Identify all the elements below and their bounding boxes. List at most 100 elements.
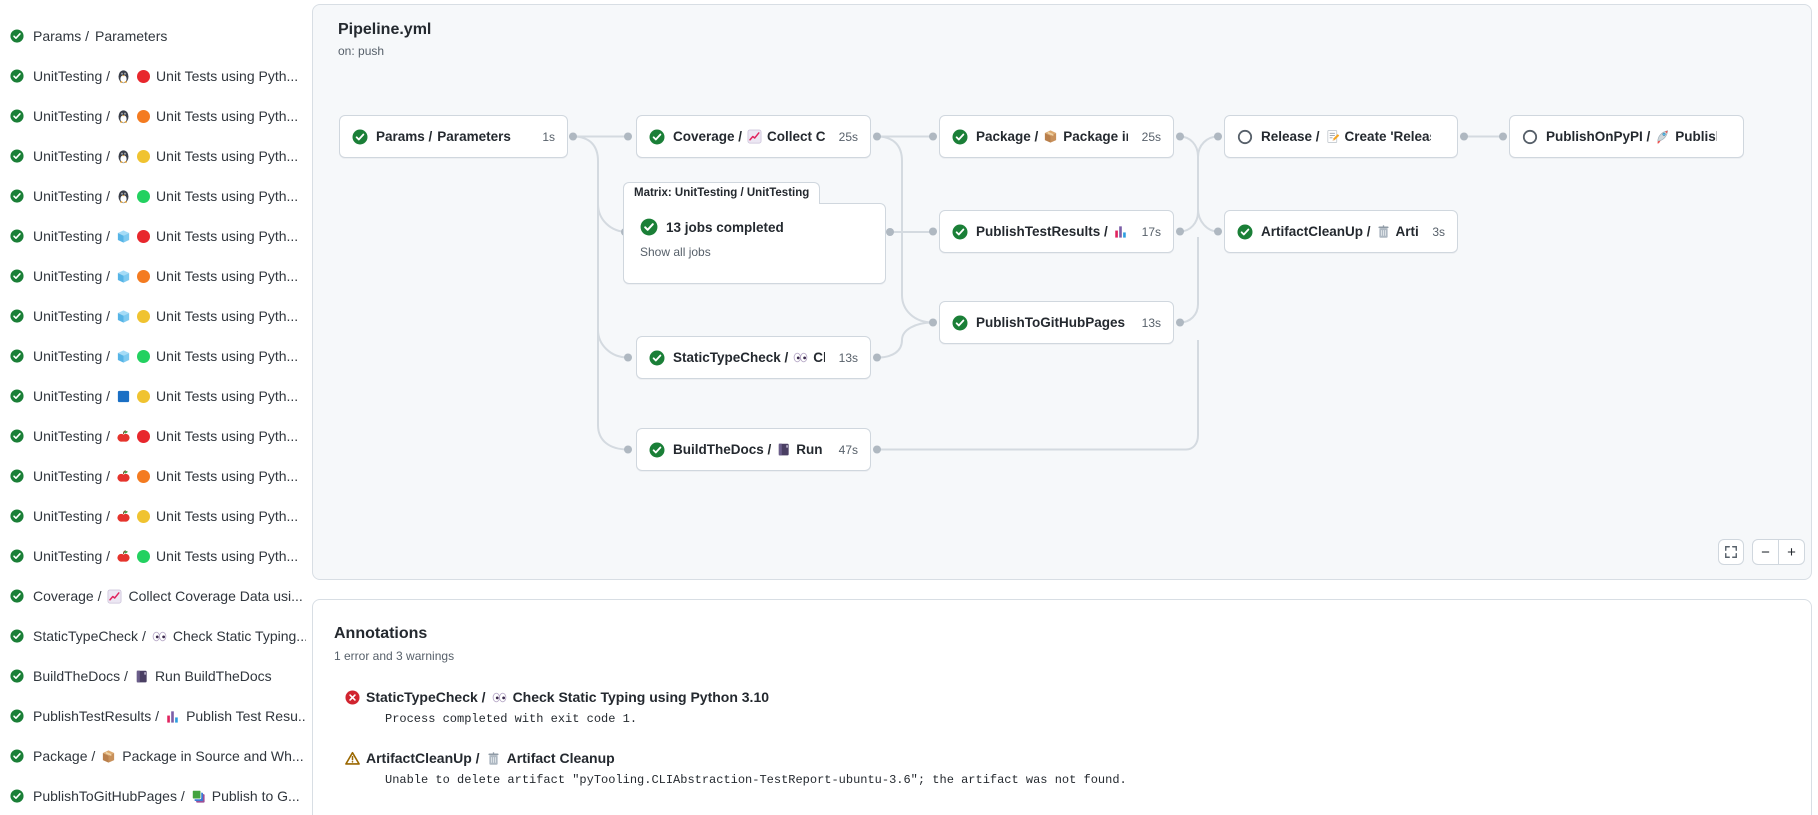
sidebar-job-label: UnitTesting /Unit Tests using Pyth... [33, 228, 299, 244]
show-all-jobs-link[interactable]: Show all jobs [640, 245, 711, 259]
node-label: Release /Create 'Release P... [1261, 129, 1431, 144]
node-publish-test-results[interactable]: PublishTestResults /Pu...17s [939, 210, 1174, 253]
rocket-icon [1655, 129, 1670, 144]
node-duration: 13s [838, 350, 858, 365]
success-icon [952, 129, 968, 145]
apple-icon [116, 469, 131, 484]
sidebar-job-item[interactable]: UnitTesting /Unit Tests using Pyth... [0, 496, 312, 536]
node-duration: 47s [838, 442, 858, 457]
python-version-dot [137, 429, 151, 443]
python-version-dot [137, 189, 151, 203]
success-icon [649, 129, 665, 145]
node-static-type-check[interactable]: StaticTypeCheck /Chec...13s [636, 336, 871, 379]
node-label: ArtifactCleanUp /Artifac... [1261, 224, 1419, 239]
apple-icon [116, 509, 131, 524]
zoom-in-button[interactable]: + [1778, 540, 1804, 564]
success-icon [10, 309, 24, 323]
python-version-dot [137, 509, 151, 523]
python-version-dot [137, 349, 151, 363]
success-icon [10, 669, 24, 683]
sidebar-job-label: Package /Package in Source and Wh... [33, 748, 304, 764]
sidebar-job-item[interactable]: UnitTesting /Unit Tests using Pyth... [0, 416, 312, 456]
sidebar-job-item[interactable]: Coverage /Collect Coverage Data usi... [0, 576, 312, 616]
success-icon [10, 69, 24, 83]
zoom-controls: − + [1752, 539, 1805, 565]
node-package[interactable]: Package /Package in So...25s [939, 115, 1174, 158]
wastebasket-icon [1376, 224, 1391, 239]
sidebar-job-item[interactable]: UnitTesting /Unit Tests using Pyth... [0, 256, 312, 296]
sidebar-job-item[interactable]: UnitTesting /Unit Tests using Pyth... [0, 336, 312, 376]
sidebar-job-item[interactable]: UnitTesting /Unit Tests using Pyth... [0, 96, 312, 136]
sidebar-job-item[interactable]: StaticTypeCheck /Check Static Typing... [0, 616, 312, 656]
bar-chart-icon [1113, 224, 1128, 239]
python-version-dot [137, 229, 151, 243]
ice-cube-icon [116, 229, 131, 244]
sidebar-job-label: UnitTesting /Unit Tests using Pyth... [33, 188, 299, 204]
sidebar-job-item[interactable]: UnitTesting /Unit Tests using Pyth... [0, 136, 312, 176]
success-icon [10, 629, 24, 643]
node-params[interactable]: Params /Parameters 1s [339, 115, 568, 158]
node-label: Params /Parameters [376, 129, 511, 144]
annotation-title-link[interactable]: ArtifactCleanUp /Artifact Cleanup [345, 750, 1791, 766]
success-icon [10, 549, 24, 563]
sidebar-job-item[interactable]: BuildTheDocs /Run BuildTheDocs [0, 656, 312, 696]
python-version-dot [137, 189, 151, 203]
success-icon [10, 349, 24, 363]
success-icon [10, 589, 24, 603]
annotations-card: Annotations 1 error and 3 warnings Stati… [312, 599, 1812, 815]
error-icon [345, 689, 360, 705]
annotations-title: Annotations [334, 625, 428, 642]
node-publish-pypi[interactable]: PublishOnPyPI /Publish to ... [1509, 115, 1744, 158]
sidebar-job-item[interactable]: Package /Package in Source and Wh... [0, 736, 312, 776]
fullscreen-button[interactable] [1718, 539, 1744, 565]
node-publish-gh-pages[interactable]: PublishToGitHubPages /...13s [939, 301, 1174, 344]
sidebar-job-item[interactable]: UnitTesting /Unit Tests using Pyth... [0, 376, 312, 416]
sidebar-job-label: UnitTesting /Unit Tests using Pyth... [33, 468, 299, 484]
node-duration: 13s [1141, 315, 1161, 330]
sidebar-job-item[interactable]: UnitTesting /Unit Tests using Pyth... [0, 536, 312, 576]
success-icon [10, 229, 24, 243]
skipped-icon [1522, 129, 1538, 145]
workflow-trigger: on: push [338, 44, 385, 58]
success-icon [10, 789, 24, 803]
node-release[interactable]: Release /Create 'Release P... [1224, 115, 1458, 158]
python-version-dot [137, 309, 151, 323]
sidebar-job-label: Params /Parameters [33, 28, 168, 44]
fullscreen-icon [1724, 545, 1738, 559]
annotation-detail: Unable to delete artifact "pyTooling.CLI… [385, 773, 1127, 787]
success-icon [10, 109, 24, 123]
sidebar-job-item[interactable]: UnitTesting /Unit Tests using Pyth... [0, 56, 312, 96]
success-icon [10, 29, 24, 43]
node-duration: 3s [1432, 224, 1445, 239]
workflow-edges [569, 132, 1507, 454]
node-build-the-docs[interactable]: BuildTheDocs /Run Buil...47s [636, 428, 871, 471]
sidebar-job-item[interactable]: PublishToGitHubPages /Publish to G... [0, 776, 312, 815]
zoom-out-button[interactable]: − [1761, 543, 1770, 561]
success-icon [10, 749, 24, 763]
python-version-dot [137, 269, 151, 283]
python-version-dot [137, 309, 151, 323]
sidebar-job-item[interactable]: UnitTesting /Unit Tests using Pyth... [0, 456, 312, 496]
sidebar-job-item[interactable]: UnitTesting /Unit Tests using Pyth... [0, 176, 312, 216]
node-duration: 25s [1141, 129, 1161, 144]
python-version-dot [137, 549, 151, 563]
success-icon [352, 129, 368, 145]
node-artifact-cleanup[interactable]: ArtifactCleanUp /Artifac... 3s [1224, 210, 1458, 253]
node-coverage[interactable]: Coverage /Collect Cove...25s [636, 115, 871, 158]
sidebar-job-label: UnitTesting /Unit Tests using Pyth... [33, 348, 299, 364]
node-duration: 1s [542, 129, 555, 144]
sidebar-job-item[interactable]: PublishTestResults /Publish Test Resu... [0, 696, 312, 736]
sidebar-job-item[interactable]: Params /Parameters [0, 16, 312, 56]
penguin-icon [116, 109, 131, 124]
sidebar-job-label: UnitTesting /Unit Tests using Pyth... [33, 68, 299, 84]
python-version-dot [137, 389, 151, 403]
sidebar-job-item[interactable]: UnitTesting /Unit Tests using Pyth... [0, 216, 312, 256]
sidebar-job-item[interactable]: UnitTesting /Unit Tests using Pyth... [0, 296, 312, 336]
penguin-icon [116, 189, 131, 204]
success-icon [10, 709, 24, 723]
annotation-row-error: StaticTypeCheck /Check Static Typing usi… [334, 689, 1791, 726]
sidebar-job-label: UnitTesting /Unit Tests using Pyth... [33, 268, 299, 284]
node-unittesting-matrix[interactable]: 13 jobs completed Show all jobs [623, 203, 886, 284]
annotation-title-link[interactable]: StaticTypeCheck /Check Static Typing usi… [345, 689, 1791, 705]
success-icon [1237, 224, 1253, 240]
